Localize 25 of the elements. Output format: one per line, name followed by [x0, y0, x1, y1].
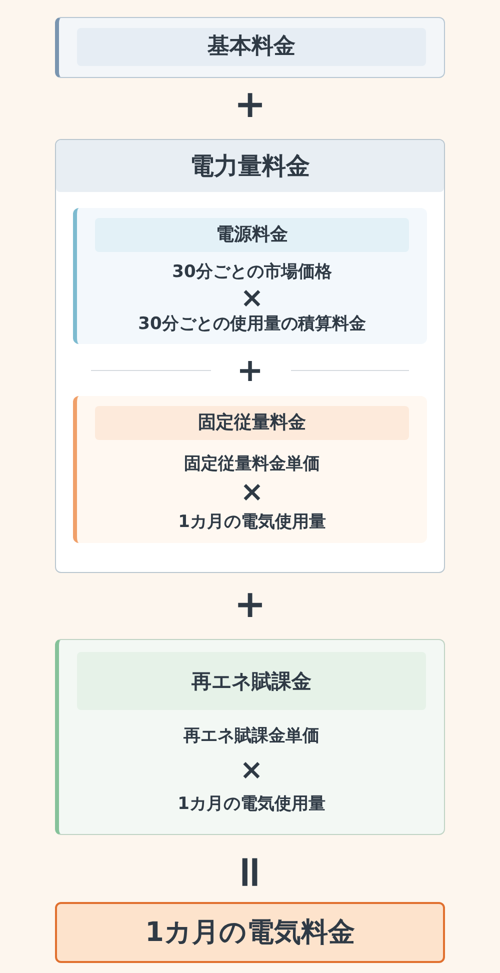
group-panel: [55, 139, 445, 573]
formula-card: [55, 17, 445, 78]
result-box: [55, 902, 445, 963]
formula-text: 30分ごとの市場価格: [172, 261, 332, 284]
multiply-sign: ×: [240, 480, 264, 504]
formula-text: 1カ月の電気使用量: [178, 511, 326, 534]
formula-card: [73, 208, 427, 344]
plus-sign: +: [234, 584, 266, 624]
formula-text: 固定従量料金単価: [184, 453, 320, 476]
multiply-sign: ×: [240, 758, 264, 782]
multiply-sign: ×: [240, 286, 264, 310]
section-heading: 再エネ賦課金: [77, 652, 426, 710]
formula-text: 再エネ賦課金単価: [184, 725, 320, 748]
section-heading: 1カ月の電気料金: [144, 916, 356, 950]
formula-card: [55, 639, 445, 835]
formula-text: 1カ月の電気使用量: [178, 793, 326, 816]
section-heading: 基本料金: [77, 28, 426, 66]
formula-card: [73, 396, 427, 543]
section-heading: 電源料金: [95, 218, 409, 252]
plus-sign: +: [234, 84, 266, 124]
section-heading: 固定従量料金: [95, 406, 409, 440]
equals-sign: =: [230, 854, 270, 890]
formula-text: 30分ごとの使用量の積算料金: [138, 313, 366, 336]
section-heading: 電力量料金: [56, 140, 444, 192]
plus-sign: +: [236, 350, 264, 390]
